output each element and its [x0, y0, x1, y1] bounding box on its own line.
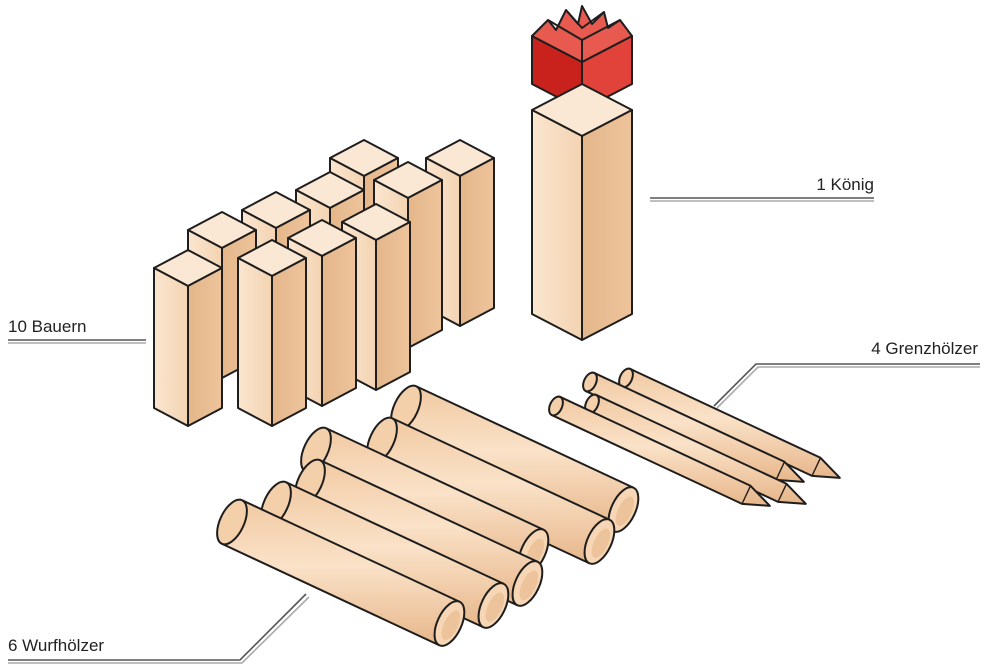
- boundary-label: 4 Grenzhölzer: [871, 339, 978, 358]
- leader-lines: [8, 197, 980, 664]
- pawns-group: [153, 139, 495, 427]
- boundary-leader-line-shadow: [716, 366, 980, 409]
- king-label: 1 König: [816, 175, 874, 194]
- throwing-sticks-group: [216, 384, 640, 647]
- pawns-label: 10 Bauern: [8, 317, 86, 336]
- throwing-leader-line: [8, 593, 307, 661]
- pawn-piece: [153, 249, 223, 427]
- pawn-piece: [237, 239, 307, 427]
- throwing-label: 6 Wurfhölzer: [8, 636, 104, 655]
- throwing-stick: [216, 498, 466, 647]
- boundary-pegs-group: [548, 367, 841, 507]
- boundary-leader-line: [713, 363, 980, 407]
- king-piece: [531, 5, 633, 341]
- boundary-peg: [548, 395, 771, 507]
- throwing-leader-line-shadow: [8, 596, 310, 664]
- throwing-stick: [390, 384, 640, 533]
